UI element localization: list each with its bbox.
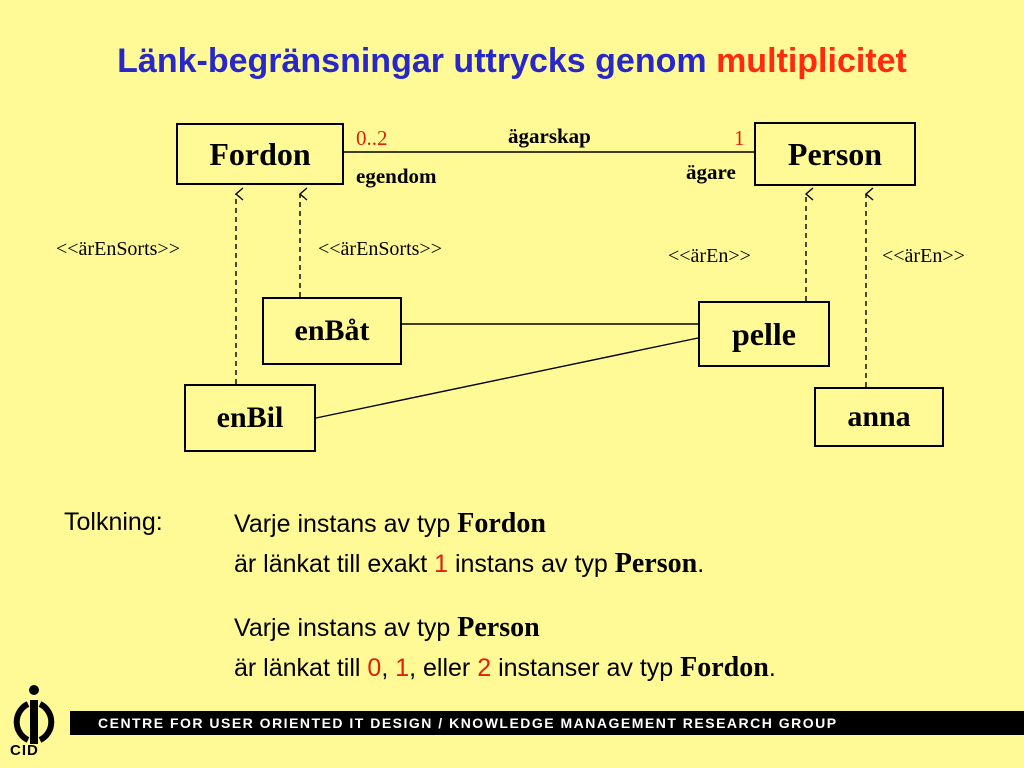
line4-sep2: , eller: [409, 654, 471, 682]
line4-num3: 2: [477, 654, 492, 682]
stereotype-anna-person: <<ärEn>>: [882, 245, 965, 267]
line2-type: Person: [614, 548, 698, 579]
object-enbat: enBåt: [262, 297, 402, 365]
line4-type: Fordon: [680, 652, 769, 683]
object-enbat-label: enBåt: [294, 314, 370, 347]
slide-title: Länk-begränsningar uttrycks genom multip…: [0, 42, 1024, 81]
object-anna-label: anna: [847, 400, 911, 433]
stereotype-enbat-fordon: <<ärEnSorts>>: [318, 238, 442, 260]
line1-type: Fordon: [457, 508, 546, 539]
stereotype-pelle-person: <<ärEn>>: [668, 245, 751, 267]
line2-mid: instans av typ: [454, 550, 608, 578]
line2-prefix: är länkat till exakt: [234, 550, 428, 578]
line4-end: .: [768, 654, 776, 682]
object-enbil: enBil: [184, 384, 316, 452]
stereotype-enbil-fordon: <<ärEnSorts>>: [56, 238, 180, 260]
class-fordon-label: Fordon: [209, 135, 311, 172]
line2-num: 1: [434, 550, 448, 578]
interpretation-line-3: Varje instans av typ Person: [234, 612, 540, 644]
object-pelle: pelle: [698, 301, 830, 367]
object-anna: anna: [814, 387, 944, 447]
right-role: ägare: [686, 160, 736, 184]
line4-sep1: ,: [381, 654, 389, 682]
class-person: Person: [754, 122, 916, 186]
object-enbil-label: enBil: [216, 401, 284, 434]
footer-bar: CENTRE FOR USER ORIENTED IT DESIGN / KNO…: [70, 711, 1024, 735]
class-fordon: Fordon: [176, 123, 344, 185]
right-multiplicity: 1: [734, 126, 745, 150]
line4-num2: 1: [395, 654, 410, 682]
class-person-label: Person: [787, 135, 883, 172]
line4-prefix: är länkat till: [234, 654, 361, 682]
line3-type: Person: [457, 612, 540, 643]
link-enbil-pelle: [315, 337, 699, 419]
line4-mid: instanser av typ: [498, 654, 674, 682]
left-role: egendom: [356, 164, 437, 188]
object-pelle-label: pelle: [732, 315, 796, 352]
left-multiplicity: 0..2: [356, 126, 388, 150]
interpretation-line-4: är länkat till 0, 1, eller 2 instanser a…: [234, 652, 776, 684]
cid-logo-text: CID: [10, 742, 39, 759]
line4-num1: 0: [367, 654, 382, 682]
line1-prefix: Varje instans av typ: [234, 510, 451, 538]
interpretation-heading: Tolkning:: [64, 508, 163, 536]
line3-prefix: Varje instans av typ: [234, 614, 451, 642]
interpretation-line-1: Varje instans av typ Fordon: [234, 508, 546, 540]
interpretation-line-2: är länkat till exakt 1 instans av typ Pe…: [234, 548, 704, 580]
cid-logo-icon: [13, 685, 55, 744]
association-name: ägarskap: [508, 124, 591, 148]
title-accent: multiplicitet: [716, 42, 907, 80]
title-main: Länk-begränsningar uttrycks genom: [117, 42, 707, 80]
line2-end: .: [697, 550, 705, 578]
